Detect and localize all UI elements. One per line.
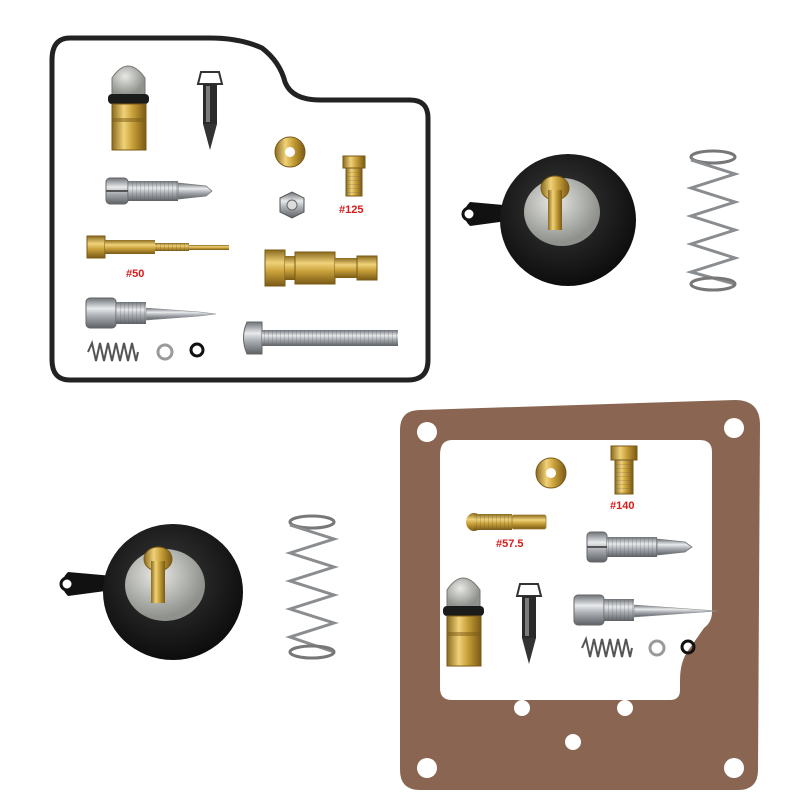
- small-oring-2: [680, 639, 696, 655]
- diaphragm-2: [59, 524, 243, 660]
- small-washer-2: [648, 639, 666, 657]
- small-washer-1: [156, 343, 174, 361]
- long-bolt: [243, 321, 398, 355]
- pilot-air-screw-2: [586, 531, 693, 563]
- main-jet-2-label: #140: [610, 500, 634, 512]
- small-oring-1: [189, 342, 205, 358]
- small-spring-2: [581, 635, 633, 658]
- pilot-air-screw-1: [105, 177, 213, 205]
- pilot-screw-2: [573, 594, 719, 626]
- needle-seat-2: [443, 577, 484, 667]
- float-needle: [196, 71, 224, 150]
- diaphragm-spring-2: [285, 514, 339, 660]
- main-jet-2: [610, 445, 638, 495]
- brass-washer: [274, 136, 306, 168]
- pilot-jet-1-label: #50: [126, 268, 144, 280]
- float-bowl-gasket: [400, 400, 760, 790]
- diaphragm-spring-1: [685, 149, 740, 292]
- pilot-jet-1: [86, 235, 229, 259]
- small-spring-1: [87, 339, 139, 362]
- pilot-jet-2: [466, 513, 547, 531]
- main-jet-1-label: #125: [339, 204, 363, 216]
- main-jet-1: [342, 155, 366, 197]
- brass-washer-2: [535, 457, 567, 489]
- pilot-jet-2-label: #57.5: [496, 538, 524, 550]
- hex-nut: [279, 191, 305, 219]
- float-needle-2: [515, 583, 543, 664]
- needle-seat: [108, 65, 149, 151]
- needle-jet-holder: [264, 249, 378, 287]
- diaphragm-1: [461, 154, 636, 286]
- pilot-screw-1: [85, 297, 217, 329]
- float-bowl-oring: [49, 35, 431, 383]
